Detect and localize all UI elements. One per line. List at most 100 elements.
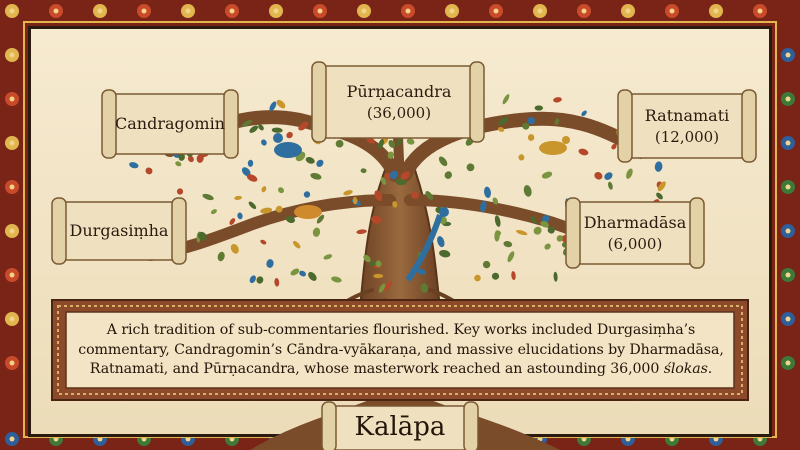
leaf-icon xyxy=(285,215,296,224)
leaf-icon xyxy=(384,281,392,291)
root-title: Kalāpa xyxy=(354,412,446,442)
leaf-icon xyxy=(657,181,666,192)
border-flower-center-icon xyxy=(625,8,631,14)
leaf-icon xyxy=(217,251,225,262)
leaf-icon xyxy=(523,185,532,197)
leaf-icon xyxy=(438,156,448,167)
node-purnacandra: Pūrṇacandra (36,000) xyxy=(326,68,472,136)
leaf-icon xyxy=(540,221,549,228)
border-flower-center-icon xyxy=(785,96,791,102)
caption-emphasis: ślokas xyxy=(663,361,708,378)
leaf-icon xyxy=(425,191,434,200)
border-flower-center-icon xyxy=(361,8,367,14)
leaf-icon xyxy=(384,172,392,179)
border-flower-center-icon xyxy=(9,52,15,58)
leaf-icon xyxy=(395,178,407,186)
leaf-icon xyxy=(196,153,204,163)
border-flower-center-icon xyxy=(785,272,791,278)
leaf-icon xyxy=(507,251,515,263)
border-flower-center-icon xyxy=(141,8,147,14)
leaf-icon xyxy=(417,268,427,275)
leaf-icon xyxy=(503,241,513,248)
leaf-icon xyxy=(594,172,603,180)
leaf-icon xyxy=(375,260,382,268)
leaf-icon xyxy=(544,243,551,250)
border-flower-center-icon xyxy=(493,8,499,14)
leaf-icon xyxy=(335,139,344,148)
leaf-icon xyxy=(352,196,358,205)
caption-scroll xyxy=(51,299,749,401)
leaf-icon xyxy=(530,215,537,225)
leaf-icon xyxy=(187,155,194,163)
leaf-icon xyxy=(556,235,563,242)
leaf-icon xyxy=(210,209,217,215)
leaf-icon xyxy=(378,283,386,293)
leaf-icon xyxy=(654,161,663,172)
leaf-icon xyxy=(626,168,633,179)
leaf-icon xyxy=(299,270,307,277)
leaf-icon xyxy=(482,260,491,269)
leaf-icon xyxy=(343,190,353,196)
leaf-icon xyxy=(256,276,264,284)
leaf-icon xyxy=(437,236,445,248)
border-flower-center-icon xyxy=(97,8,103,14)
leaf-icon xyxy=(554,118,560,125)
leaf-icon xyxy=(494,215,501,227)
leaf-icon xyxy=(363,254,371,263)
leaf-icon xyxy=(541,171,553,179)
leaf-icon xyxy=(305,157,315,164)
leaf-icon xyxy=(316,214,325,224)
leaf-icon xyxy=(373,273,384,279)
leaf-icon xyxy=(366,137,375,144)
leaf-icon xyxy=(466,163,475,172)
leaf-icon xyxy=(260,207,273,214)
leaf-icon xyxy=(534,105,543,111)
peacock-birds xyxy=(273,133,570,282)
border-flower-center-icon xyxy=(713,8,719,14)
leaf-icon xyxy=(553,271,558,282)
leaf-icon xyxy=(261,186,267,193)
leaf-icon xyxy=(276,99,286,109)
leaf-icon xyxy=(303,191,311,198)
leaf-icon xyxy=(198,231,207,241)
border-flower-center-icon xyxy=(785,316,791,322)
border-flower-center-icon xyxy=(9,360,15,366)
leaf-icon xyxy=(387,151,394,159)
border-flower-center-icon xyxy=(185,8,191,14)
leaf-icon xyxy=(249,275,256,284)
leaf-icon xyxy=(241,167,251,177)
border-flower-center-icon xyxy=(9,436,15,442)
leaf-icon xyxy=(527,117,535,125)
leaf-icon xyxy=(176,188,184,195)
leaf-icon xyxy=(406,138,415,145)
leaf-icon xyxy=(474,274,481,282)
border-flower-center-icon xyxy=(785,140,791,146)
leaf-icon xyxy=(581,110,587,117)
leaf-icon xyxy=(522,122,530,130)
leaf-icon xyxy=(516,230,528,236)
node-count: (12,000) xyxy=(654,127,720,146)
leaf-icon xyxy=(494,230,500,242)
leaf-icon xyxy=(237,212,243,220)
leaf-icon xyxy=(533,226,542,235)
border-flower-center-icon xyxy=(9,140,15,146)
node-name: Candragomin xyxy=(115,114,225,134)
leaf-icon xyxy=(480,200,487,213)
leaf-icon xyxy=(290,268,300,276)
leaf-icon xyxy=(292,240,301,249)
node-name: Durgasiṃha xyxy=(69,221,169,241)
leaf-icon xyxy=(248,201,257,210)
leaf-icon xyxy=(511,271,516,281)
border-flower-center-icon xyxy=(9,96,15,102)
leaf-icon xyxy=(374,190,383,202)
leaf-icon xyxy=(656,192,663,200)
leaf-icon xyxy=(249,125,258,133)
leaf-icon xyxy=(298,121,309,131)
leaf-icon xyxy=(400,171,411,180)
leaf-icon xyxy=(444,171,452,179)
border-flower-center-icon xyxy=(273,8,279,14)
border-flower-center-icon xyxy=(9,316,15,322)
border-flower-center-icon xyxy=(9,272,15,278)
leaf-icon xyxy=(260,239,267,245)
